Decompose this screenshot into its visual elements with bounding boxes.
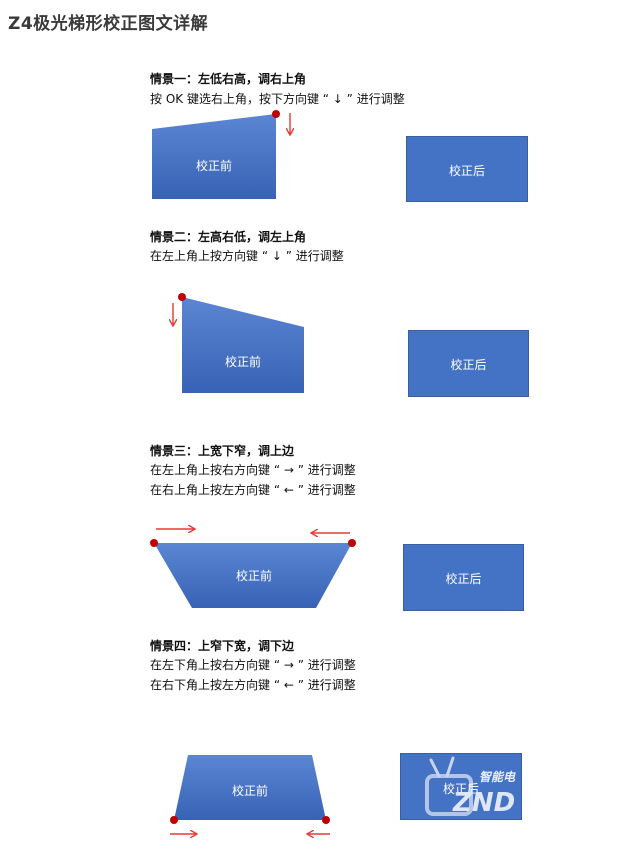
before-label: 校正前 [235,569,272,583]
after-box: 校正后 [403,544,524,611]
after-label: 校正后 [450,358,487,372]
after-label: 校正后 [448,164,485,178]
watermark-text-bottom: ZND [453,788,516,818]
watermark-text-top: 智能电 [479,770,516,784]
scene-heading: 情景三：上宽下窄，调上边 [150,444,295,458]
before-label: 校正前 [224,355,261,369]
after-box: 校正后 [406,136,528,202]
scene-instruction: 在右上角上按左方向键 “ ← ” 进行调整 [150,483,356,497]
corner-dot [272,110,280,118]
corner-dot [170,816,178,824]
scene-instruction: 在左上角上按右方向键 “ → ” 进行调整 [150,463,356,477]
before-label: 校正前 [231,784,268,798]
scene-heading: 情景一：左低右高，调右上角 [150,72,307,86]
before-label: 校正前 [195,159,232,173]
after-box: 校正后 智能电 ZND [400,753,522,820]
before-trapezoid [182,297,304,393]
before-trapezoid [152,114,276,199]
scene-heading: 情景二：左高右低，调左上角 [150,230,307,244]
scene-instruction: 在左下角上按右方向键 “ → ” 进行调整 [150,658,356,672]
corner-dot [178,293,186,301]
before-trapezoid [174,755,326,820]
after-label: 校正后 [442,782,479,796]
page-title: Z4极光梯形校正图文详解 [8,14,209,34]
corner-dot [348,539,356,547]
tv-watermark-icon [425,756,473,816]
corner-dot [150,539,158,547]
before-trapezoid [154,543,352,608]
corner-dot [322,816,330,824]
scene-heading: 情景四：上窄下宽，调下边 [150,639,295,653]
scene-instruction: 在右下角上按左方向键 “ ← ” 进行调整 [150,678,356,692]
after-box: 校正后 [408,330,529,397]
after-label: 校正后 [445,572,482,586]
scene-instruction: 在左上角上按方向键 “ ↓ ” 进行调整 [150,249,344,263]
scene-instruction: 按 OK 键选右上角，按下方向键 “ ↓ ” 进行调整 [150,92,405,106]
